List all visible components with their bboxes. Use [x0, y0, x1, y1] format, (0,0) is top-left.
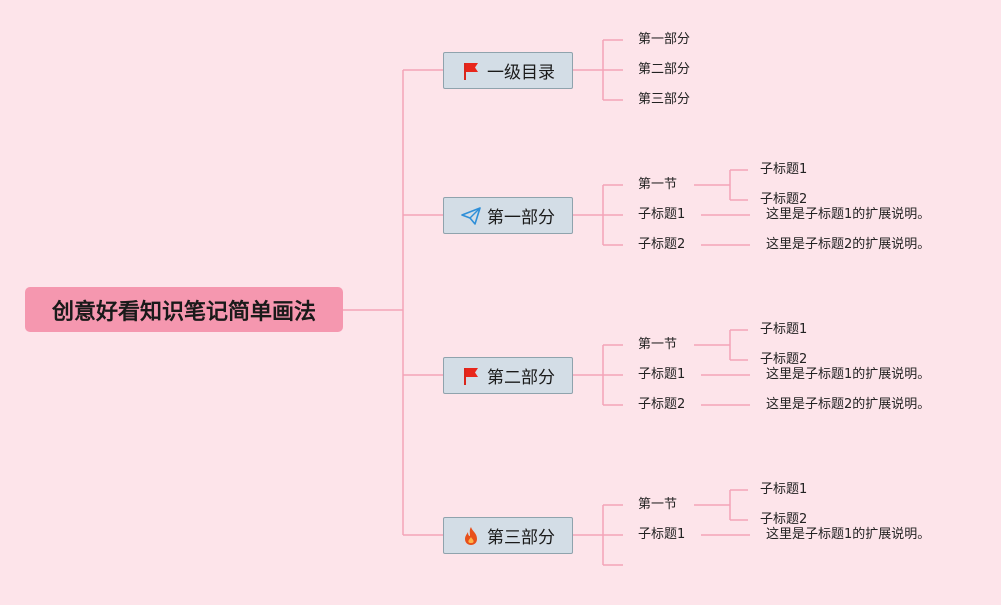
grandchild-topic[interactable]: 子标题2 — [760, 352, 808, 367]
root-node[interactable]: 创意好看知识笔记简单画法 — [25, 287, 343, 332]
note-text[interactable]: 这里是子标题2的扩展说明。 — [766, 237, 931, 252]
child-topic[interactable]: 子标题1 — [638, 527, 686, 542]
grandchild-topic[interactable]: 子标题1 — [760, 482, 808, 497]
grandchild-topic[interactable]: 子标题2 — [760, 512, 808, 527]
root-title: 创意好看知识笔记简单画法 — [51, 299, 316, 325]
note-text[interactable]: 这里是子标题1的扩展说明。 — [766, 207, 931, 222]
grandchild-topic[interactable]: 子标题2 — [760, 192, 808, 207]
paper-plane-icon — [461, 206, 481, 226]
note-text[interactable]: 这里是子标题1的扩展说明。 — [766, 527, 931, 542]
branch-node[interactable]: 第一部分 — [443, 197, 573, 234]
note-text[interactable]: 这里是子标题1的扩展说明。 — [766, 367, 931, 382]
branch-node[interactable]: 一级目录 — [443, 52, 573, 89]
note-text[interactable]: 这里是子标题2的扩展说明。 — [766, 397, 931, 412]
child-topic[interactable]: 第一部分 — [638, 32, 691, 47]
branch-node[interactable]: 第三部分 — [443, 517, 573, 554]
fire-icon — [461, 526, 481, 546]
child-topic[interactable]: 子标题2 — [638, 237, 686, 252]
grandchild-topic[interactable]: 子标题1 — [760, 322, 808, 337]
child-topic[interactable]: 子标题1 — [638, 207, 686, 222]
grandchild-topic[interactable]: 子标题1 — [760, 162, 808, 177]
branch-label: 第一部分 — [487, 208, 555, 228]
child-topic[interactable]: 第一节 — [638, 337, 678, 352]
branch-node[interactable]: 第二部分 — [443, 357, 573, 394]
child-topic[interactable]: 第三部分 — [638, 92, 691, 107]
child-topic[interactable]: 第一节 — [638, 177, 678, 192]
red-flag-icon — [461, 61, 481, 81]
child-topic[interactable]: 子标题2 — [638, 397, 686, 412]
child-topic[interactable]: 第二部分 — [638, 62, 691, 77]
branch-label: 第二部分 — [487, 368, 555, 388]
child-topic[interactable]: 子标题1 — [638, 367, 686, 382]
branch-label: 第三部分 — [487, 528, 555, 548]
child-topic[interactable]: 第一节 — [638, 497, 678, 512]
branch-label: 一级目录 — [487, 63, 555, 83]
red-flag-icon — [461, 366, 481, 386]
